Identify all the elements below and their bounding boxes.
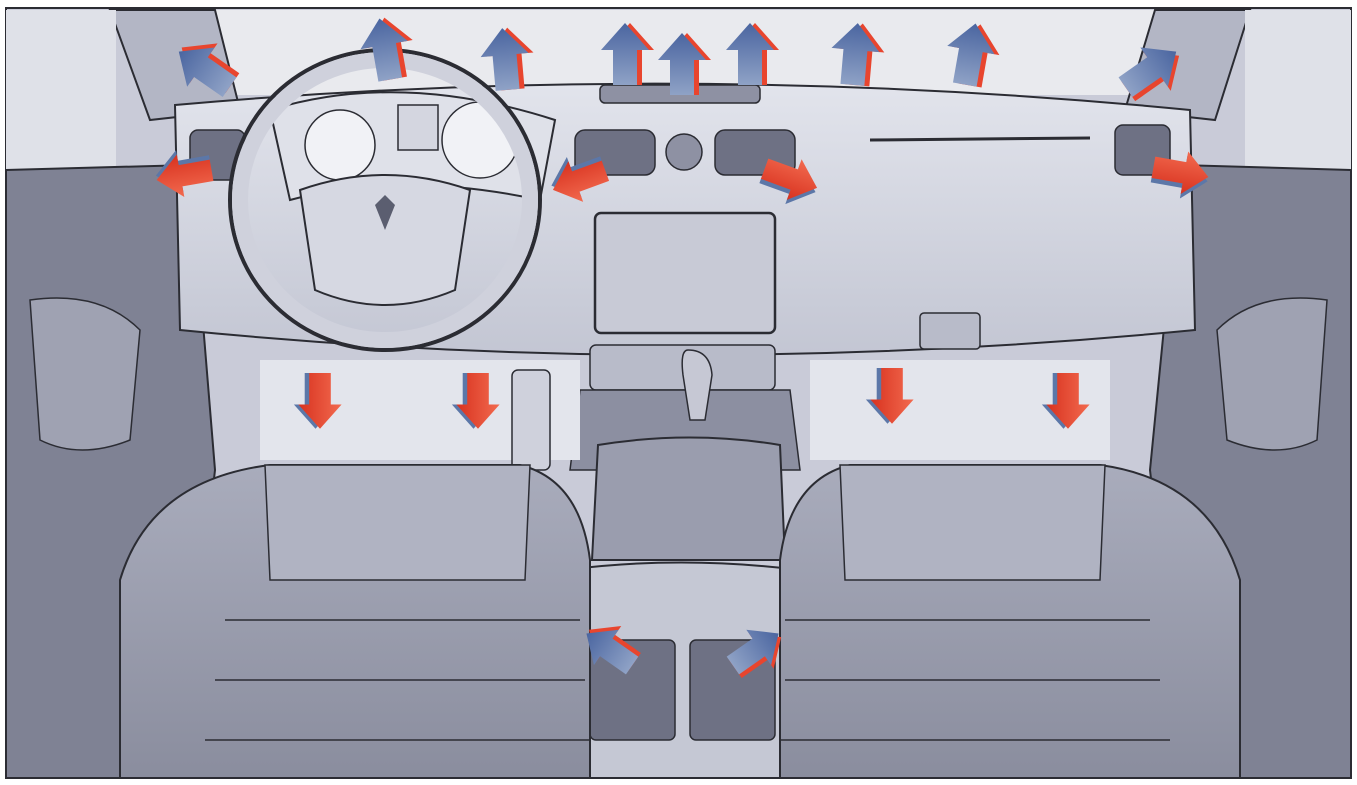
arrow-curve-icon: [178, 47, 237, 98]
arrow-side-icon: [760, 158, 818, 200]
armrest: [590, 436, 787, 561]
side-window-left: [6, 10, 116, 180]
side-window-right: [1245, 10, 1351, 180]
door-handle-right: [1216, 297, 1328, 451]
tachometer-icon: [304, 109, 376, 181]
trident-logo-icon: [375, 195, 395, 230]
airflow-arrow-side-window-left: [178, 43, 240, 98]
arrow-down-icon: [870, 368, 914, 424]
airflow-arrow-defrost-center-1: [601, 23, 654, 85]
door-handle-left: [29, 297, 141, 451]
dash-trim: [869, 136, 1091, 142]
arrow-up-icon: [480, 28, 529, 91]
airflow-arrow-defrost-left-2: [480, 27, 534, 91]
arrow-side-icon: [1151, 151, 1209, 195]
gear-selector: [681, 349, 713, 421]
arrow-down-icon: [456, 373, 500, 429]
clock-icon: [665, 133, 703, 171]
airflow-arrow-footwell-driver-left: [293, 373, 342, 429]
airflow-arrow-rear-vent-right: [726, 629, 782, 679]
arrow-side-icon: [156, 154, 214, 198]
arrow-up-icon: [601, 23, 649, 85]
arrow-side-icon: [552, 160, 610, 202]
steering-hub: [298, 174, 472, 306]
accelerator-pedal: [511, 369, 551, 471]
arrow-up-icon: [658, 33, 706, 95]
airflow-arrow-footwell-driver-right: [451, 373, 500, 429]
airflow-arrow-vent-center-left: [551, 156, 610, 202]
airflow-arrow-rear-vent-left: [586, 626, 641, 675]
airflow-arrow-footwell-passenger-left: [865, 368, 914, 424]
arrow-curve-icon: [726, 629, 779, 675]
arrow-curve-icon: [586, 629, 639, 675]
airflow-arrows: [155, 17, 1209, 679]
airflow-arrow-vent-center-right: [759, 158, 818, 205]
airflow-arrow-defrost-right-2: [947, 23, 1000, 88]
arrow-up-icon: [831, 23, 880, 86]
airflow-arrow-defrost-left-1: [360, 17, 413, 82]
airflow-arrow-vent-right-outer: [1150, 151, 1209, 199]
airflow-arrow-side-window-right: [1118, 47, 1180, 102]
arrow-up-icon: [947, 23, 995, 87]
infotainment-screen: [593, 211, 777, 335]
airflow-arrow-defrost-center-2: [658, 33, 711, 95]
airflow-arrow-defrost-center-3: [726, 23, 779, 85]
airflow-arrow-vent-left-outer: [155, 150, 214, 198]
arrow-down-icon: [298, 373, 342, 429]
arrow-up-icon: [360, 18, 408, 82]
airflow-arrow-defrost-right-1: [831, 23, 885, 87]
arrow-up-icon: [726, 23, 774, 85]
glovebox-latch: [919, 312, 981, 350]
arrow-curve-icon: [1118, 47, 1177, 98]
info-display: [397, 104, 439, 151]
